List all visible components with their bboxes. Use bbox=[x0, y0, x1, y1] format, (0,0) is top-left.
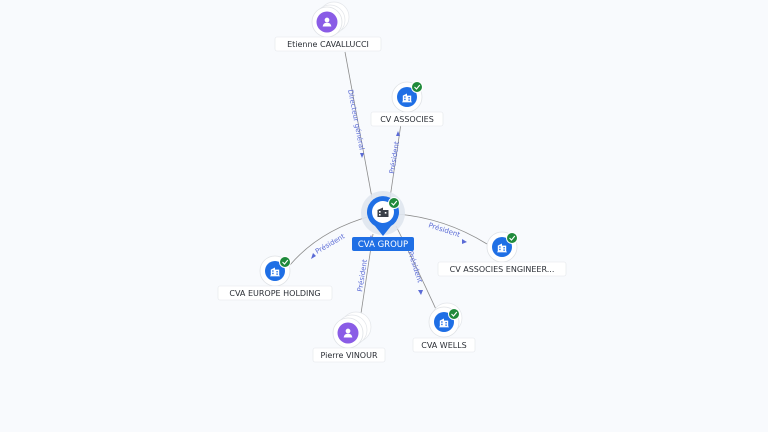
node-label-cv-associes-engineer: CV ASSOCIES ENGINEER... bbox=[450, 265, 555, 274]
check-icon bbox=[451, 311, 458, 317]
arrow-cva-associes-eng bbox=[462, 239, 467, 244]
edge-label-cva-europe: Président bbox=[314, 232, 346, 255]
node-label-cva-wells: CVA WELLS bbox=[421, 341, 467, 350]
node-etienne-cavallucci[interactable]: Etienne CAVALLUCCI bbox=[274, 1, 382, 52]
edge-etienne bbox=[344, 51, 373, 199]
node-cv-associes[interactable]: CV ASSOCIES bbox=[370, 81, 444, 127]
node-cva-group-center[interactable]: CVA GROUP bbox=[352, 191, 414, 251]
edge-label-etienne: Directeur général bbox=[346, 89, 366, 151]
node-cva-europe-holding[interactable]: CVA EUROPE HOLDING bbox=[217, 255, 333, 301]
node-label-cva-europe: CVA EUROPE HOLDING bbox=[229, 289, 320, 298]
center-label: CVA GROUP bbox=[358, 240, 408, 250]
node-label-pierre: Pierre VINOUR bbox=[320, 351, 377, 360]
check-icon bbox=[509, 235, 516, 241]
node-cv-associes-engineer[interactable]: CV ASSOCIES ENGINEER... bbox=[437, 231, 567, 277]
edge-cva-europe bbox=[289, 215, 372, 266]
arrow-cva-wells bbox=[418, 290, 423, 295]
arrow-cva-associes bbox=[396, 131, 400, 136]
edge-cva-wells bbox=[395, 225, 441, 319]
node-pierre-vinour[interactable]: Pierre VINOUR bbox=[312, 311, 386, 363]
edge-layer bbox=[289, 51, 488, 321]
check-icon bbox=[282, 259, 289, 265]
building-icon-dark bbox=[377, 207, 389, 217]
node-cva-wells[interactable]: CVA WELLS bbox=[412, 302, 476, 353]
arrow-cva-europe bbox=[311, 253, 316, 259]
edge-label-cva-associes: Président bbox=[388, 141, 401, 175]
arrow-etienne bbox=[360, 153, 364, 158]
edge-label-pierre: Président bbox=[356, 259, 369, 293]
node-label-cv-associes: CV ASSOCIES bbox=[380, 115, 434, 124]
edge-cva-associes-eng bbox=[396, 213, 488, 245]
check-icon bbox=[391, 200, 398, 206]
edge-label-cva-wells: Président bbox=[406, 250, 424, 284]
node-label-etienne: Etienne CAVALLUCCI bbox=[287, 40, 369, 49]
check-icon bbox=[414, 84, 421, 90]
